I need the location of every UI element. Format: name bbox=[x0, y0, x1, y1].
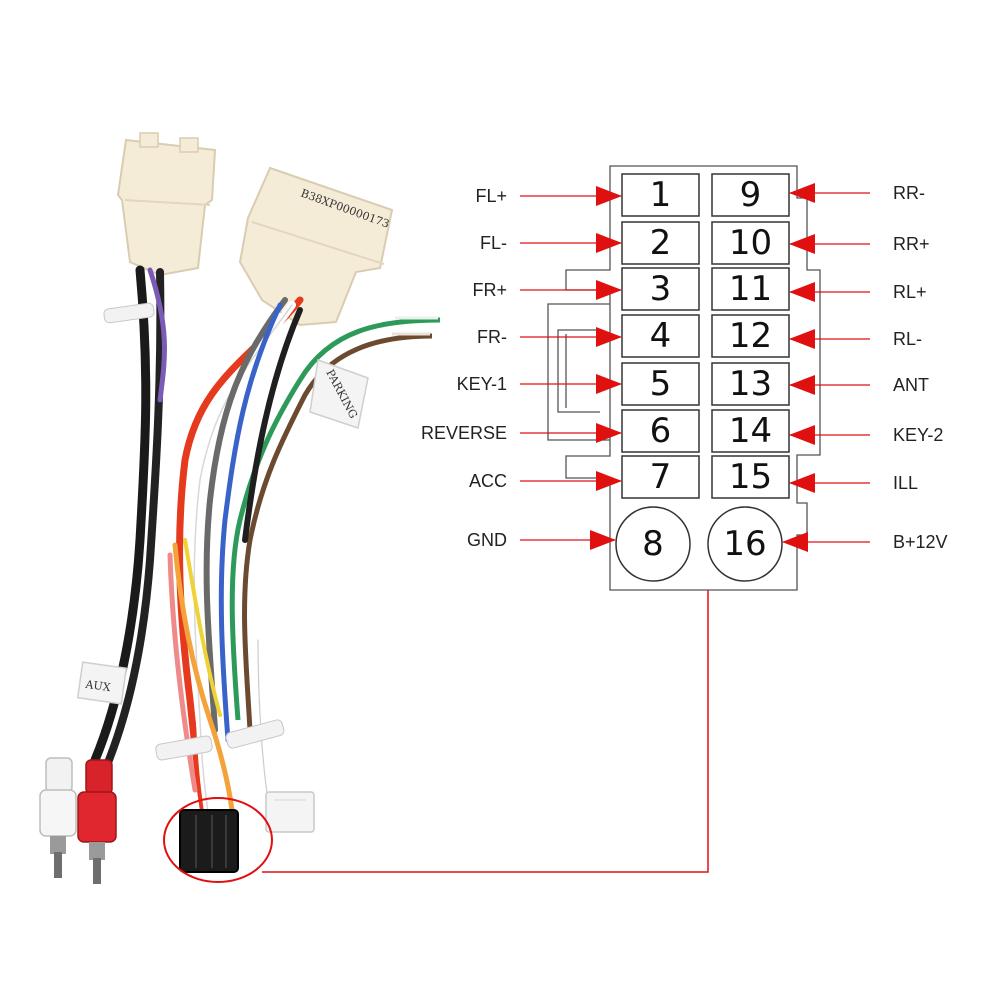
pin-cell-15 bbox=[711, 455, 790, 499]
pin-cell-11 bbox=[711, 267, 790, 311]
pin-label-11: RL+ bbox=[893, 282, 927, 302]
pin-number-14: 14 bbox=[729, 411, 772, 451]
pin-label-12: RL- bbox=[893, 329, 922, 349]
pin-label-1: FL+ bbox=[475, 186, 507, 206]
pin-label-4: FR- bbox=[477, 327, 507, 347]
pin-number-7: 7 bbox=[650, 457, 672, 497]
pin-label-2: FL- bbox=[480, 233, 507, 253]
top-right-connector: B38XP00000173 bbox=[238, 166, 394, 327]
parking-wires bbox=[229, 316, 441, 731]
pin-label-9: RR- bbox=[893, 183, 925, 203]
harness-illustration: B38XP00000173 PARKING bbox=[39, 132, 709, 884]
aux-tag-label: AUX bbox=[84, 678, 112, 695]
pin-cell-4 bbox=[621, 314, 700, 358]
rca-plug-white bbox=[39, 757, 77, 878]
pin-label-13: ANT bbox=[893, 375, 929, 395]
pin-label-10: RR+ bbox=[893, 234, 930, 254]
pin-cell-10 bbox=[711, 221, 790, 265]
pin-number-4: 4 bbox=[650, 316, 672, 356]
pin-label-8: GND bbox=[467, 530, 507, 550]
pin-cell-7 bbox=[621, 455, 700, 499]
pin-label-16: B+12V bbox=[893, 532, 948, 552]
sixteen-pin-connector bbox=[179, 809, 239, 873]
pin-number-11: 11 bbox=[729, 269, 772, 309]
pin-number-2: 2 bbox=[650, 223, 672, 263]
pin-label-15: ILL bbox=[893, 473, 918, 493]
pin-cell-9 bbox=[711, 173, 790, 217]
connector-latch bbox=[547, 303, 610, 441]
pin-cell-8 bbox=[615, 506, 691, 582]
pin-cell-6 bbox=[621, 409, 700, 453]
small-white-terminal bbox=[265, 791, 315, 833]
cable-ties bbox=[103, 302, 285, 761]
pin-number-10: 10 bbox=[729, 223, 772, 263]
pin-cell-13 bbox=[711, 362, 790, 406]
pin-label-5: KEY-1 bbox=[457, 374, 507, 394]
connector-leader-line bbox=[262, 590, 709, 873]
pin-number-8: 8 bbox=[642, 524, 664, 564]
pin-number-1: 1 bbox=[650, 175, 672, 215]
pin-number-3: 3 bbox=[650, 269, 672, 309]
pin-number-9: 9 bbox=[740, 175, 762, 215]
pin-cell-1 bbox=[621, 173, 700, 217]
pin-cell-12 bbox=[711, 314, 790, 358]
top-left-connector bbox=[116, 132, 217, 277]
pin-cell-3 bbox=[621, 267, 700, 311]
pin-number-15: 15 bbox=[729, 457, 772, 497]
connector-highlight-circle bbox=[163, 797, 273, 883]
pin-cell-5 bbox=[621, 362, 700, 406]
pin-number-12: 12 bbox=[729, 316, 772, 356]
pin-label-6: REVERSE bbox=[421, 423, 507, 443]
pin-label-14: KEY-2 bbox=[893, 425, 943, 445]
parking-tag: PARKING bbox=[309, 358, 369, 429]
pin-number-6: 6 bbox=[650, 411, 672, 451]
aux-tag: AUX bbox=[76, 661, 128, 705]
pin-label-7: ACC bbox=[469, 471, 507, 491]
pin-number-13: 13 bbox=[729, 364, 772, 404]
pin-label-3: FR+ bbox=[472, 280, 507, 300]
pin-cell-2 bbox=[621, 221, 700, 265]
rca-plug-red bbox=[77, 759, 117, 884]
pin-number-5: 5 bbox=[650, 364, 672, 404]
pin-number-16: 16 bbox=[723, 524, 766, 564]
